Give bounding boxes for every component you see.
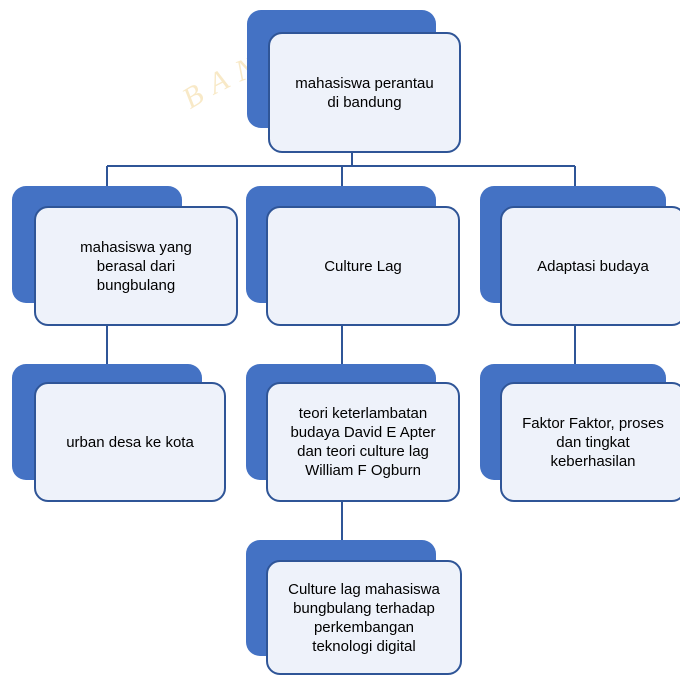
child-node-1-box: urban desa ke kota	[34, 382, 226, 502]
grandchild-node-box: Culture lag mahasiswa bungbulang terhada…	[266, 560, 462, 675]
child-node-3-box: Faktor Faktor, proses dan tingkat keberh…	[500, 382, 680, 502]
branch-node-1-label: mahasiswa yang berasal dari bungbulang	[80, 238, 192, 294]
child-node-3: Faktor Faktor, proses dan tingkat keberh…	[480, 364, 680, 502]
child-node-3-label: Faktor Faktor, proses dan tingkat keberh…	[522, 414, 664, 470]
branch-node-3-label: Adaptasi budaya	[537, 257, 649, 275]
root-node: mahasiswa perantau di bandung	[247, 10, 461, 153]
child-node-1: urban desa ke kota	[12, 364, 226, 502]
child-node-2-label: teori keterlambatan budaya David E Apter…	[290, 405, 436, 479]
grandchild-node: Culture lag mahasiswa bungbulang terhada…	[246, 540, 462, 675]
child-node-1-label: urban desa ke kota	[66, 433, 194, 451]
branch-node-3-box: Adaptasi budaya	[500, 206, 680, 326]
branch-node-1-box: mahasiswa yang berasal dari bungbulang	[34, 206, 238, 326]
grandchild-node-label: Culture lag mahasiswa bungbulang terhada…	[288, 580, 440, 655]
branch-node-3: Adaptasi budaya	[480, 186, 680, 326]
root-node-box: mahasiswa perantau di bandung	[268, 32, 461, 153]
root-node-label: mahasiswa perantau di bandung	[295, 74, 434, 111]
branch-node-2-label: Culture Lag	[324, 257, 402, 275]
branch-node-1: mahasiswa yang berasal dari bungbulang	[12, 186, 238, 326]
child-node-2: teori keterlambatan budaya David E Apter…	[246, 364, 460, 502]
child-node-2-box: teori keterlambatan budaya David E Apter…	[266, 382, 460, 502]
branch-node-2: Culture Lag	[246, 186, 460, 326]
branch-node-2-box: Culture Lag	[266, 206, 460, 326]
